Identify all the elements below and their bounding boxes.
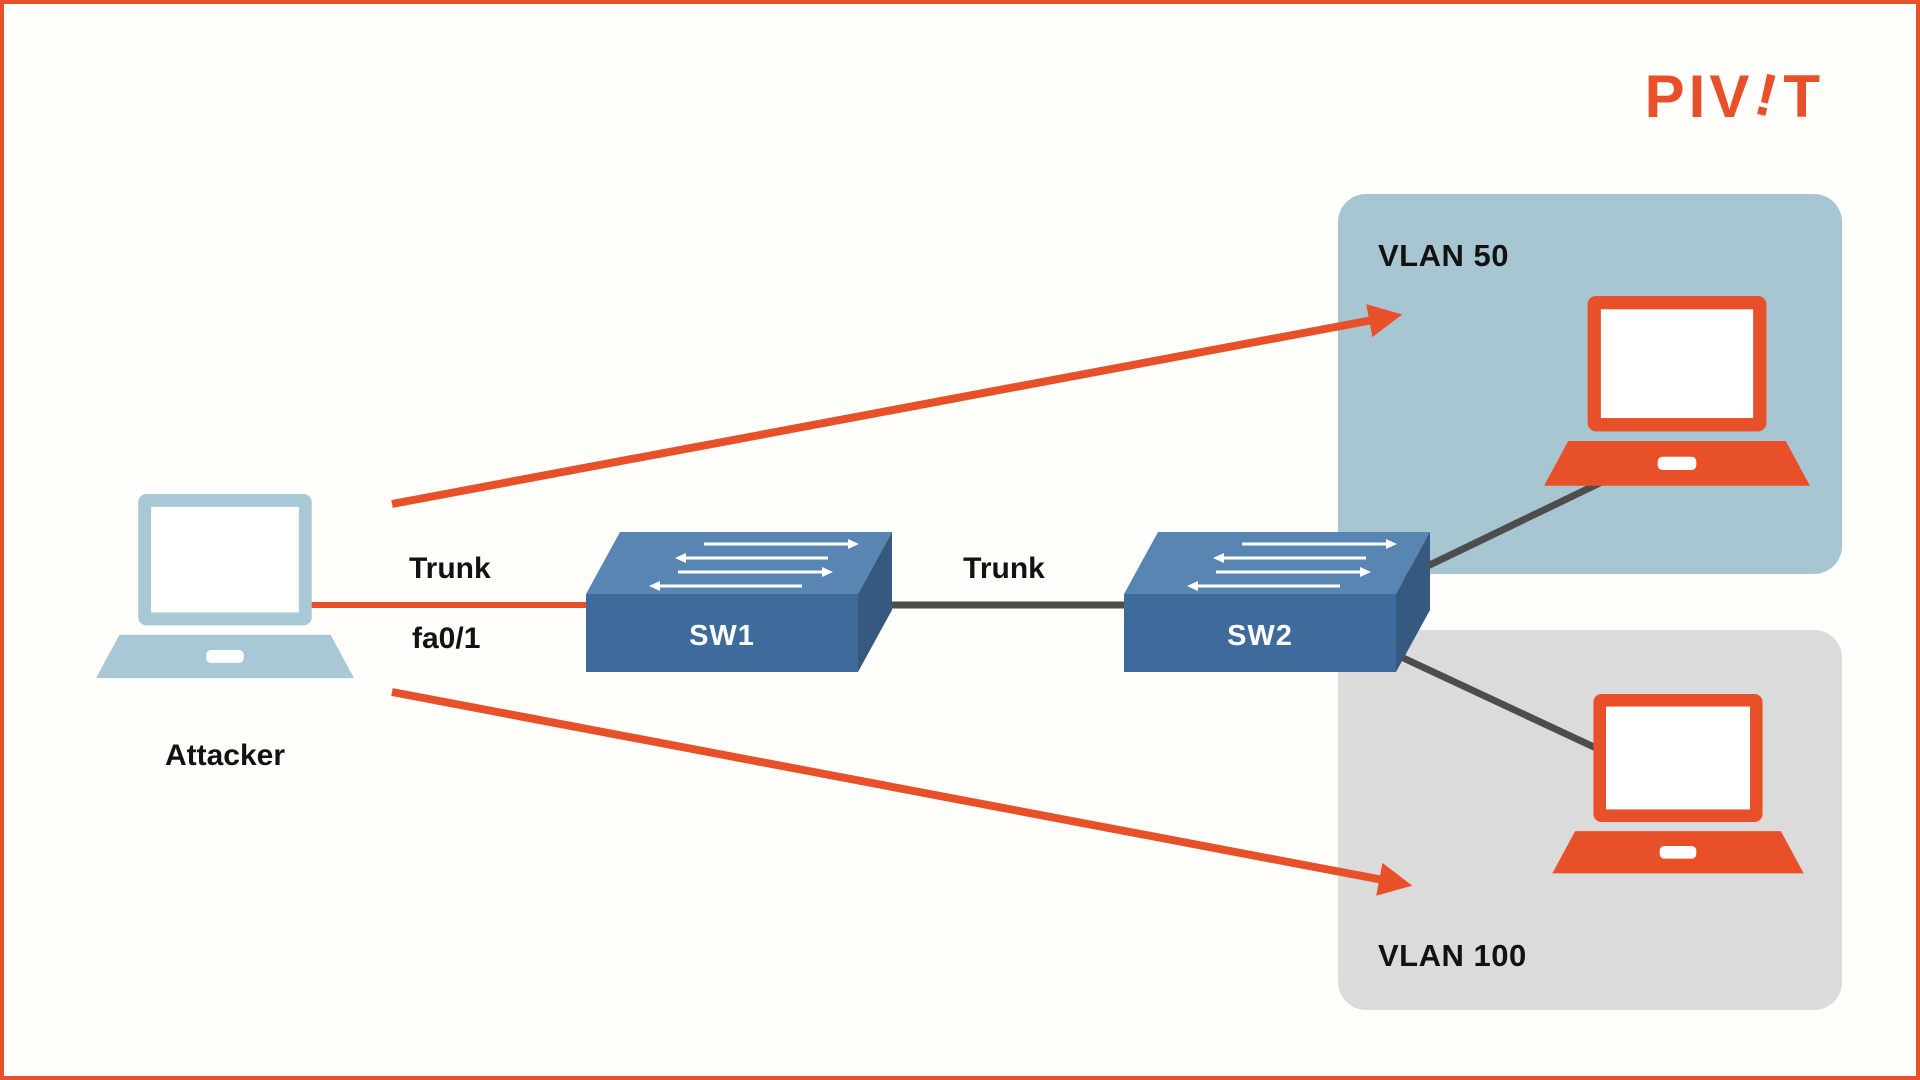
switch-icon xyxy=(586,532,892,672)
vlan100-host-node xyxy=(1552,694,1804,886)
logo-text-piv: PIV xyxy=(1644,63,1754,130)
vlan100-label: VLAN 100 xyxy=(1378,938,1527,973)
sw1-label: SW1 xyxy=(689,620,755,652)
sw1-node: SW1 xyxy=(586,532,892,672)
laptop-icon xyxy=(96,494,354,679)
logo-text-t: T xyxy=(1783,63,1824,130)
sw1-sw2-trunk-label: Trunk xyxy=(963,552,1045,585)
switch-icon xyxy=(1124,532,1430,672)
connections-layer xyxy=(299,304,1626,896)
sw2-vlan100-host-link xyxy=(1382,645,1626,765)
vlan50-label: VLAN 50 xyxy=(1378,238,1509,273)
vlan50-host-node xyxy=(1544,296,1810,499)
attacker-node xyxy=(96,494,354,691)
pivit-logo: PIV!T xyxy=(1644,60,1824,131)
sw2-node: SW2 xyxy=(1124,532,1430,672)
attacker-sw1-port-label: fa0/1 xyxy=(412,622,481,655)
laptop-icon xyxy=(1552,694,1804,874)
laptop-icon xyxy=(1544,296,1810,486)
sw2-label: SW2 xyxy=(1227,620,1293,652)
attacker-sw1-trunk-label: Trunk xyxy=(409,552,491,585)
attacker-label: Attacker xyxy=(164,739,286,772)
attack-arrow-vlan50 xyxy=(391,304,1403,508)
attack-arrow-vlan100 xyxy=(391,688,1413,896)
